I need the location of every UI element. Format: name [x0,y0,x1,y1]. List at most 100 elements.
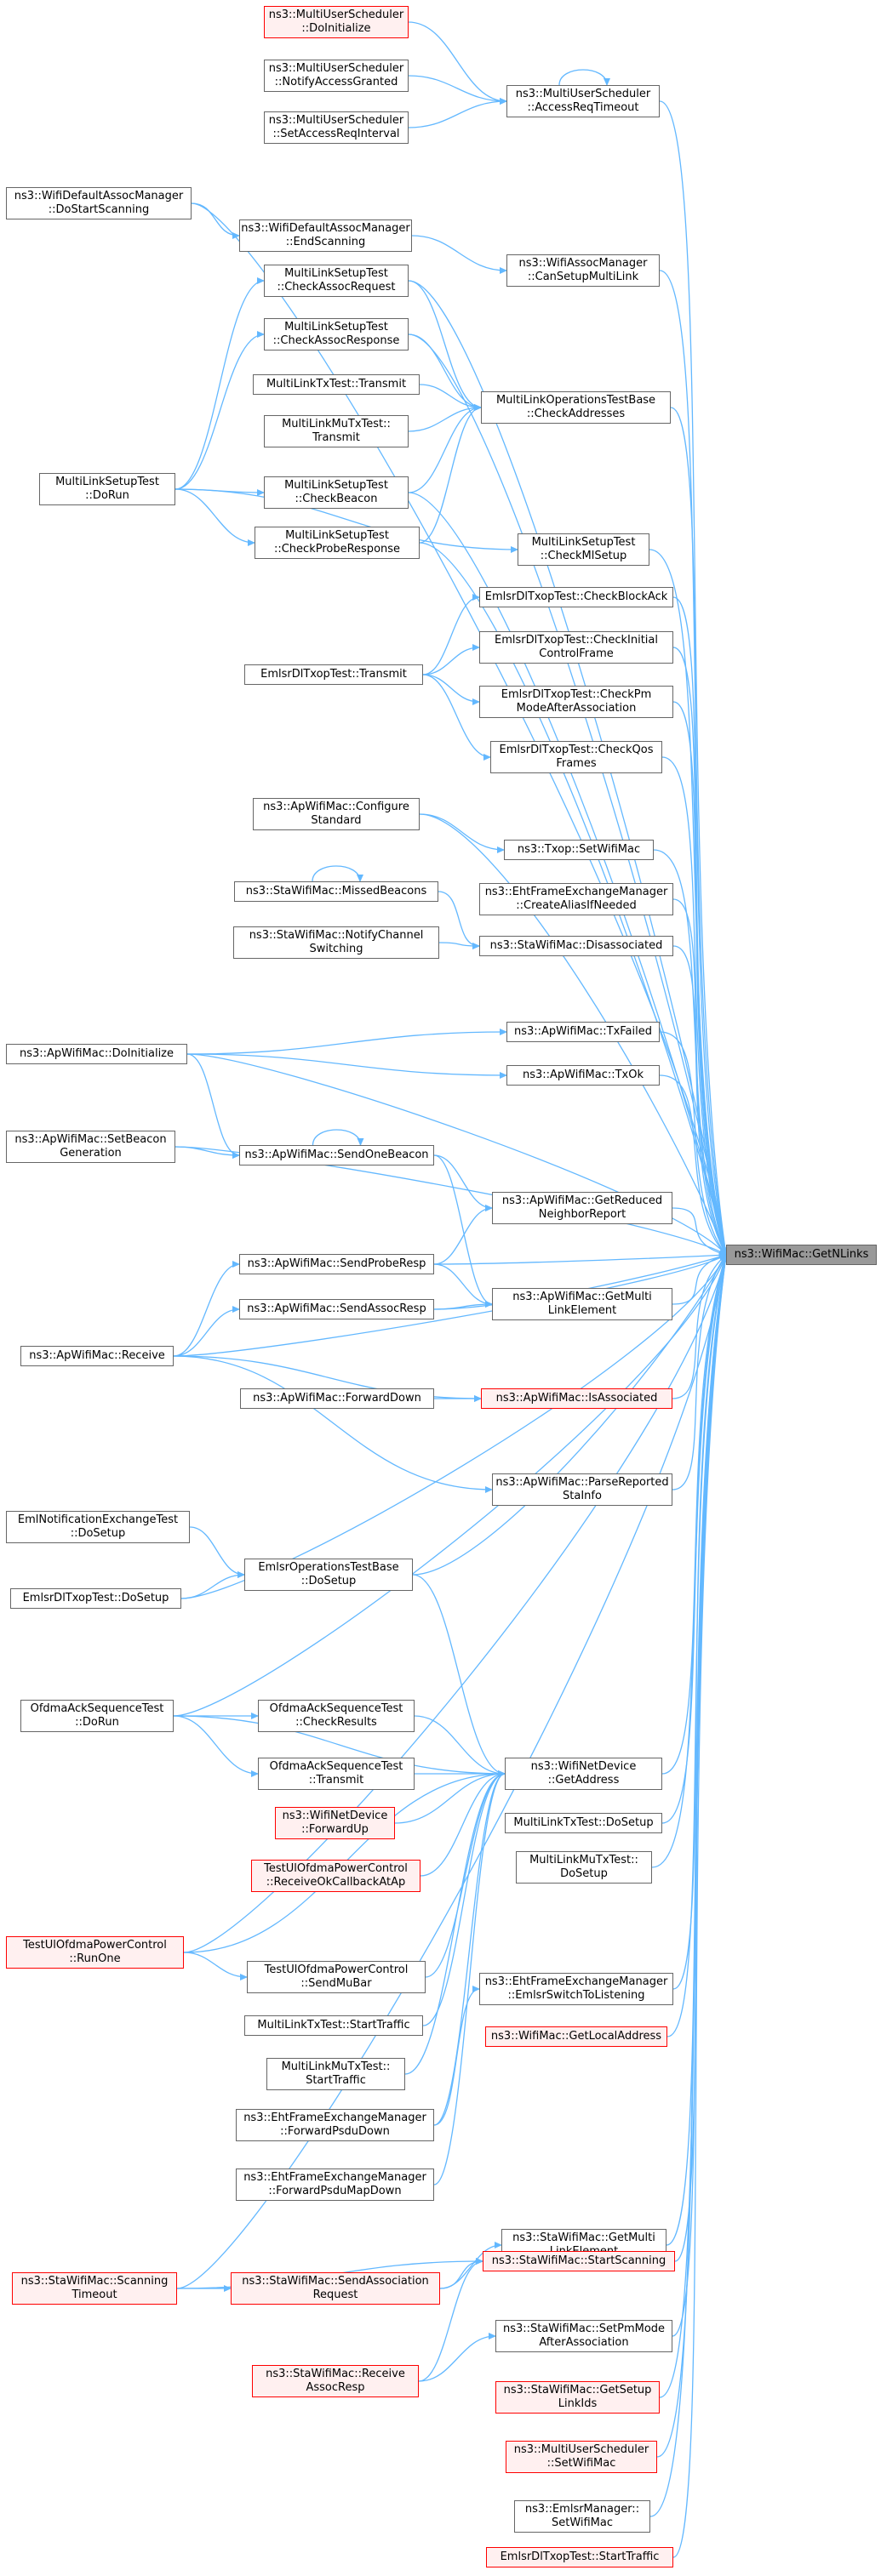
edge-muNotify-muAccTo [408,75,507,105]
edge-staStartScan-target [674,1254,729,2262]
node-ap-send-probe[interactable]: ns3::ApWifiMac::SendProbeResp [239,1254,434,1274]
node-ul-run-one[interactable]: TestUlOfdmaPowerControl ::RunOne [6,1936,184,1969]
node-mu-set-acc[interactable]: ns3::MultiUserScheduler ::SetAccessReqIn… [264,111,409,144]
edge-self-apSendBeacon [312,1129,364,1146]
node-label: MultiLinkSetupTest ::CheckBeacon [284,479,388,505]
node-mac-get-local[interactable]: ns3::WifiMac::GetLocalAddress [485,2026,667,2047]
node-sta-notify-ch[interactable]: ns3::StaWifiMac::NotifyChannel Switching [233,926,439,959]
node-ap-is-assoc[interactable]: ns3::ApWifiMac::IsAssociated [481,1388,672,1409]
node-ap-set-beacon[interactable]: ns3::ApWifiMac::SetBeacon Generation [6,1131,175,1163]
edge-mlsDoRun-mlsCheckProbe [174,488,255,546]
node-mls-check-assoc-resp[interactable]: MultiLinkSetupTest ::CheckAssocResponse [264,318,409,350]
edge-ehtFwdPsdu-ehtEmlsrSwitch [433,1986,480,2126]
node-ap-config-std[interactable]: ns3::ApWifiMac::Configure Standard [253,798,420,830]
edge-muSetAcc-muAccTo [408,98,507,128]
edge-emlsrOpDoSetup-netGetAddr [412,1574,506,1777]
node-ap-receive[interactable]: ns3::ApWifiMac::Receive [20,1346,174,1366]
node-label: ns3::EhtFrameExchangeManager ::ForwardPs… [243,2171,426,2197]
node-mltx-transmit[interactable]: MultiLinkTxTest::Transmit [253,374,420,395]
node-mls-check-probe[interactable]: MultiLinkSetupTest ::CheckProbeResponse [255,527,420,559]
node-sta-disassoc[interactable]: ns3::StaWifiMac::Disassociated [479,936,673,956]
node-ap-tx-failed[interactable]: ns3::ApWifiMac::TxFailed [506,1022,660,1042]
node-eht-create-alias[interactable]: ns3::EhtFrameExchangeManager ::CreateAli… [479,883,673,915]
node-eml-transmit[interactable]: EmlsrDlTxopTest::Transmit [244,664,423,685]
node-wdam-end[interactable]: ns3::WifiDefaultAssocManager ::EndScanni… [239,219,412,252]
edge-apDoInit-target [186,1053,727,1256]
node-sta-get-setup[interactable]: ns3::StaWifiMac::GetSetup LinkIds [495,2381,660,2414]
node-mltx-do-setup[interactable]: MultiLinkTxTest::DoSetup [505,1813,662,1833]
node-eml-qos[interactable]: EmlsrDlTxopTest::CheckQos Frames [490,741,662,773]
node-ap-tx-ok[interactable]: ns3::ApWifiMac::TxOk [506,1065,660,1086]
node-mls-do-run[interactable]: MultiLinkSetupTest ::DoRun [39,473,175,505]
node-ofdma-do-run[interactable]: OfdmaAckSequenceTest ::DoRun [20,1700,174,1732]
node-mu-do-init[interactable]: ns3::MultiUserScheduler ::DoInitialize [264,6,409,38]
edge-mloCheckAddr-target [670,407,729,1256]
node-txop-set[interactable]: ns3::Txop::SetWifiMac [504,840,654,860]
node-ofdma-transmit[interactable]: OfdmaAckSequenceTest ::Transmit [258,1758,415,1790]
node-mlmu-transmit[interactable]: MultiLinkMuTxTest:: Transmit [264,415,409,447]
node-sta-start-scan[interactable]: ns3::StaWifiMac::StartScanning [483,2251,675,2271]
node-ap-get-reduced[interactable]: ns3::ApWifiMac::GetReduced NeighborRepor… [492,1192,672,1224]
node-label: ns3::StaWifiMac::StartScanning [491,2254,666,2267]
node-label: ns3::WifiDefaultAssocManager ::EndScanni… [241,222,410,248]
node-label: ns3::WifiMac::GetNLinks [734,1248,869,1261]
node-ap-fwd-down[interactable]: ns3::ApWifiMac::ForwardDown [240,1388,434,1409]
edge-apGetReduced-target [672,1207,727,1257]
edge-apSendBeacon-apGetReduced [433,1154,493,1211]
node-eml-init-ctrl[interactable]: EmlsrDlTxopTest::CheckInitial ControlFra… [479,631,673,664]
edge-apReceive-target [173,1254,727,1357]
node-mltx-start[interactable]: MultiLinkTxTest::StartTraffic [244,2015,423,2036]
node-sta-send-assoc[interactable]: ns3::StaWifiMac::SendAssociation Request [231,2272,440,2305]
node-sta-recv-assoc[interactable]: ns3::StaWifiMac::Receive AssocResp [252,2365,419,2397]
node-label: ns3::StaWifiMac::NotifyChannel Switching [249,929,424,955]
node-ul-send-mu-bar[interactable]: TestUlOfdmaPowerControl ::SendMuBar [247,1961,426,1993]
edge-staRecvAssoc-staStartScan [418,2258,483,2382]
node-ap-get-multi[interactable]: ns3::ApWifiMac::GetMulti LinkElement [492,1288,672,1320]
edge-apDoInit-apTxOk [186,1053,507,1079]
node-mlmu-start[interactable]: MultiLinkMuTxTest:: StartTraffic [266,2058,405,2090]
edge-wdamDoStart-target [191,202,729,1256]
node-ofdma-check[interactable]: OfdmaAckSequenceTest ::CheckResults [258,1700,415,1732]
node-emlsr-op-do-setup[interactable]: EmlsrOperationsTestBase ::DoSetup [244,1559,413,1591]
node-sta-missed[interactable]: ns3::StaWifiMac::MissedBeacons [234,881,438,902]
node-eml-start-traffic[interactable]: EmlsrDlTxopTest::StartTraffic [486,2547,673,2567]
node-label: TestUlOfdmaPowerControl ::ReceiveOkCallb… [264,1862,408,1889]
node-wdam-do-start[interactable]: ns3::WifiDefaultAssocManager ::DoStartSc… [6,187,192,219]
node-mu-acc-to[interactable]: ns3::MultiUserScheduler ::AccessReqTimeo… [506,85,660,117]
node-eht-emlsr-switch[interactable]: ns3::EhtFrameExchangeManager ::EmlsrSwit… [479,1973,673,2005]
node-mlmu-do-setup[interactable]: MultiLinkMuTxTest:: DoSetup [516,1851,652,1884]
node-eml-notif-do-setup[interactable]: EmlNotificationExchangeTest ::DoSetup [6,1511,190,1543]
node-mls-check-beacon[interactable]: MultiLinkSetupTest ::CheckBeacon [264,476,409,509]
node-label: MultiLinkSetupTest ::CheckProbeResponse [273,529,401,556]
edge-mlmuTransmit-mloCheckAddr [408,404,482,432]
node-mls-check-assoc-req[interactable]: MultiLinkSetupTest ::CheckAssocRequest [264,265,409,297]
node-ap-do-init[interactable]: ns3::ApWifiMac::DoInitialize [6,1044,187,1064]
node-ap-send-beacon[interactable]: ns3::ApWifiMac::SendOneBeacon [239,1145,434,1165]
edge-staMissed-staDisassoc [438,891,480,949]
edge-ofdmaDoRun-ofdmaTransmit [173,1715,259,1777]
node-eml-pm-mode[interactable]: EmlsrDlTxopTest::CheckPm ModeAfterAssoci… [479,686,673,718]
node-ul-recv-ok[interactable]: TestUlOfdmaPowerControl ::ReceiveOkCallb… [251,1860,420,1892]
node-eml-dl-do-setup[interactable]: EmlsrDlTxopTest::DoSetup [10,1588,181,1609]
node-sta-set-pm[interactable]: ns3::StaWifiMac::SetPmMode AfterAssociat… [495,2320,672,2352]
node-sta-scan-to[interactable]: ns3::StaWifiMac::Scanning Timeout [12,2272,177,2305]
node-mlo-check-addr[interactable]: MultiLinkOperationsTestBase ::CheckAddre… [481,391,671,424]
node-label: ns3::EhtFrameExchangeManager ::ForwardPs… [243,2112,426,2138]
node-net-get-addr[interactable]: ns3::WifiNetDevice ::GetAddress [505,1758,662,1790]
node-emlsr-mgr-set[interactable]: ns3::EmlsrManager:: SetWifiMac [514,2500,650,2533]
node-ap-parse[interactable]: ns3::ApWifiMac::ParseReported StaInfo [492,1473,672,1506]
edge-mlsCheckBeacon-mloCheckAddr [408,404,482,493]
node-mu-set-mac[interactable]: ns3::MultiUserScheduler ::SetWifiMac [506,2441,657,2473]
node-eml-block-ack[interactable]: EmlsrDlTxopTest::CheckBlockAck [479,587,673,607]
node-net-fwd-up[interactable]: ns3::WifiNetDevice ::ForwardUp [275,1807,395,1839]
node-eht-fwd-psdu-map[interactable]: ns3::EhtFrameExchangeManager ::ForwardPs… [236,2169,434,2201]
node-label: ns3::ApWifiMac::SendProbeResp [247,1257,426,1270]
node-ap-send-assoc[interactable]: ns3::ApWifiMac::SendAssocResp [239,1299,434,1319]
node-mu-notify[interactable]: ns3::MultiUserScheduler ::NotifyAccessGr… [264,60,409,92]
node-label: ns3::MultiUserScheduler ::AccessReqTimeo… [515,88,651,114]
node-wam-can-setup[interactable]: ns3::WifiAssocManager ::CanSetupMultiLin… [506,254,660,287]
node-eht-fwd-psdu[interactable]: ns3::EhtFrameExchangeManager ::ForwardPs… [236,2109,434,2141]
node-mls-check-ml[interactable]: MultiLinkSetupTest ::CheckMlSetup [518,533,649,566]
edge-wdamDoStart-wdamEnd [191,202,240,239]
